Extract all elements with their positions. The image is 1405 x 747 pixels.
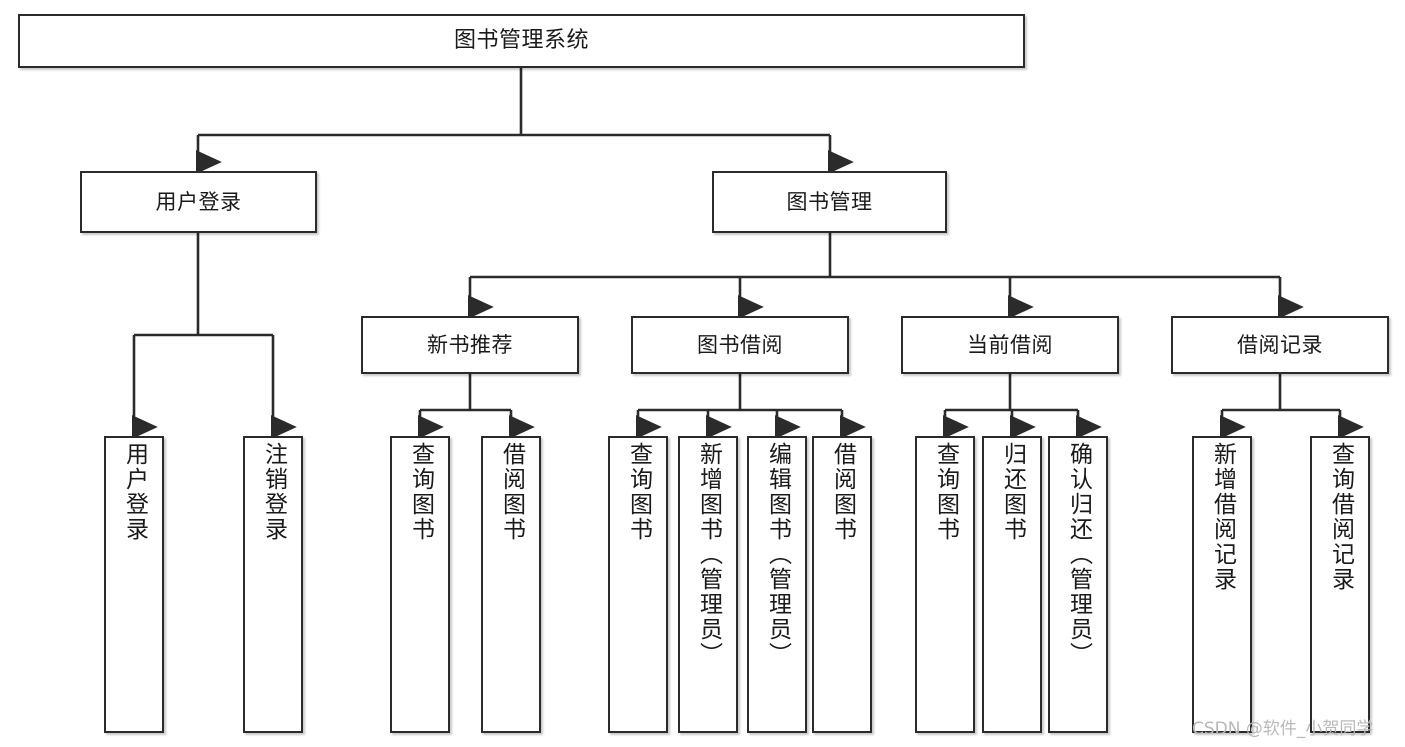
- node-root-system[interactable]: 图书管理系统: [18, 14, 1025, 68]
- leaf-confirm-return-admin[interactable]: 确认归还（管理员）: [1048, 436, 1108, 733]
- node-label: 新书推荐: [427, 332, 513, 357]
- leaf-add-borrow-record[interactable]: 新增借阅记录: [1192, 436, 1252, 733]
- node-label: 查询图书: [625, 442, 652, 542]
- leaf-query-book-current[interactable]: 查询图书: [915, 436, 975, 733]
- node-label: 查询图书: [932, 442, 959, 542]
- node-label: 借阅图书: [829, 442, 856, 542]
- node-label: 新增图书（管理员）: [695, 442, 722, 667]
- node-label: 图书管理: [786, 189, 873, 214]
- node-label: 借阅图书: [498, 442, 525, 542]
- leaf-borrow-book-recommend[interactable]: 借阅图书: [481, 436, 541, 733]
- leaf-add-book-admin[interactable]: 新增图书（管理员）: [678, 436, 738, 733]
- node-user-login[interactable]: 用户登录: [80, 171, 317, 233]
- node-label: 归还图书: [999, 442, 1026, 542]
- leaf-query-book-borrow[interactable]: 查询图书: [608, 436, 668, 733]
- node-label: 查询图书: [407, 442, 434, 542]
- node-label: 用户登录: [121, 442, 148, 542]
- leaf-query-borrow-record[interactable]: 查询借阅记录: [1310, 436, 1370, 733]
- leaf-user-login[interactable]: 用户登录: [104, 436, 164, 733]
- node-label: 查询借阅记录: [1327, 442, 1354, 592]
- node-book-borrow[interactable]: 图书借阅: [631, 316, 849, 374]
- node-label: 当前借阅: [967, 332, 1053, 357]
- node-label: 编辑图书（管理员）: [764, 442, 791, 667]
- node-label: 注销登录: [260, 442, 287, 542]
- node-new-book-recommend[interactable]: 新书推荐: [361, 316, 579, 374]
- node-label: 图书管理系统: [453, 28, 589, 54]
- node-borrow-record[interactable]: 借阅记录: [1171, 316, 1389, 374]
- node-label: 图书借阅: [697, 332, 783, 357]
- leaf-logout-login[interactable]: 注销登录: [243, 436, 303, 733]
- csdn-watermark: CSDN @软件_小贺同学: [1192, 719, 1374, 739]
- node-label: 借阅记录: [1237, 332, 1323, 357]
- node-label: 确认归还（管理员）: [1065, 442, 1092, 667]
- leaf-return-book[interactable]: 归还图书: [982, 436, 1042, 733]
- leaf-query-book-recommend[interactable]: 查询图书: [390, 436, 450, 733]
- node-book-management[interactable]: 图书管理: [712, 171, 947, 233]
- node-current-borrow[interactable]: 当前借阅: [901, 316, 1119, 374]
- leaf-borrow-book[interactable]: 借阅图书: [812, 436, 872, 733]
- node-label: 新增借阅记录: [1209, 442, 1236, 592]
- leaf-edit-book-admin[interactable]: 编辑图书（管理员）: [747, 436, 807, 733]
- node-label: 用户登录: [155, 189, 242, 214]
